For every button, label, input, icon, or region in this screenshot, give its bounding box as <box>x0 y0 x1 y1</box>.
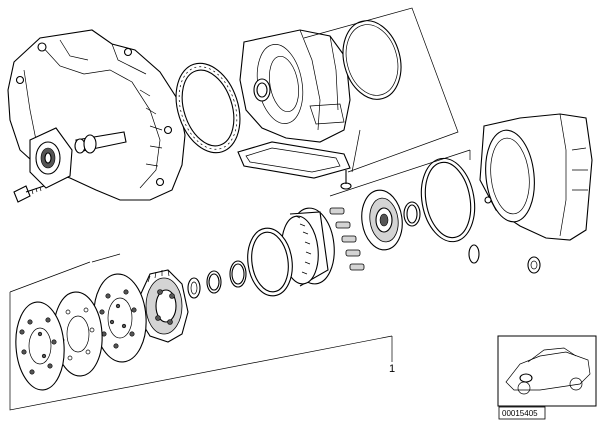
clutch-disc-1 <box>15 301 65 391</box>
small-o-ring-upper <box>253 78 271 102</box>
svg-text:00015405: 00015405 <box>502 409 538 418</box>
image-code-label: 00015405 <box>498 406 546 420</box>
large-gasket-upper-right <box>342 20 402 100</box>
callout-number-1: 1 <box>389 363 395 375</box>
clutch-disc-3 <box>93 273 147 363</box>
leader-lines-upper <box>303 7 459 173</box>
vehicle-thumbnail <box>497 335 597 407</box>
front-flange <box>29 127 73 189</box>
snap-ring <box>403 201 421 227</box>
pump-gear <box>137 269 189 343</box>
pump-housing <box>239 29 351 143</box>
transmission-case <box>479 113 593 241</box>
group-frame-lines <box>9 149 471 411</box>
gasket-ring <box>175 62 241 154</box>
oil-pan-gasket <box>237 141 351 179</box>
springs <box>329 207 365 271</box>
small-rings-middle <box>187 260 247 299</box>
large-o-ring-right <box>420 157 476 243</box>
input-shaft <box>74 131 127 154</box>
o-ring-middle <box>247 227 293 297</box>
clutch-drum <box>281 207 335 287</box>
small-seal-right <box>468 244 541 274</box>
screw-center <box>340 170 352 190</box>
bolt-lower-left <box>13 185 45 203</box>
bearing <box>361 189 403 251</box>
